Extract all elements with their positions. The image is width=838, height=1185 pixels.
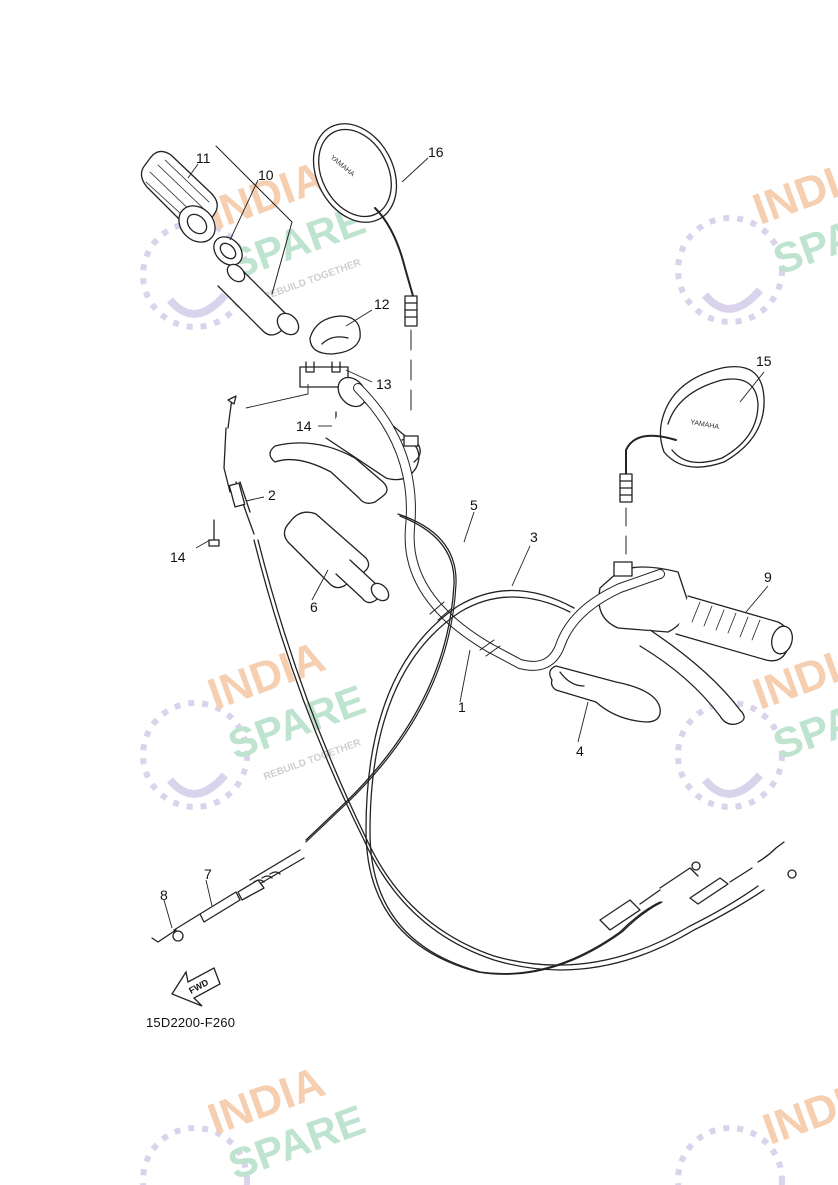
callout-11: 11 xyxy=(196,150,211,166)
callout-10: 10 xyxy=(258,167,274,183)
callout-13: 13 xyxy=(376,376,392,392)
callout-16: 16 xyxy=(428,144,444,160)
part-throttle-cable xyxy=(223,397,797,971)
callout-6: 6 xyxy=(310,599,318,615)
watermark-logo-3: INDIA SPARE REBUILD TOGETHER xyxy=(140,632,371,810)
right-mirror-brand: YAMAHA xyxy=(690,419,720,431)
watermark-logo-4: INDIA SPARE xyxy=(675,632,838,810)
callout-14-lower: 14 xyxy=(170,549,186,565)
watermark-logo-5: INDIA SPARE xyxy=(140,1057,371,1185)
callout-15: 15 xyxy=(756,353,772,369)
part-cable-end xyxy=(227,395,237,405)
callout-2: 2 xyxy=(268,487,276,503)
part-right-grip-cover xyxy=(549,665,661,723)
watermark-logo-6: INDIA xyxy=(675,1067,838,1185)
watermark-logo-2: INDIA SPARE xyxy=(675,147,838,325)
callout-3: 3 xyxy=(530,529,538,545)
part-right-mirror xyxy=(619,366,765,555)
callout-7: 7 xyxy=(204,866,212,882)
callout-8: 8 xyxy=(160,887,168,903)
part-washer xyxy=(213,236,243,266)
callout-5: 5 xyxy=(470,497,478,513)
part-handlebar xyxy=(353,383,665,671)
part-left-grip-cover xyxy=(283,511,390,604)
callout-14-upper: 14 xyxy=(296,418,312,434)
part-switch-clamp xyxy=(299,315,361,388)
part-throttle-tube xyxy=(217,263,300,336)
part-left-mirror xyxy=(312,123,418,411)
leader-bracket-11 xyxy=(215,145,293,295)
part-throttle-grip xyxy=(140,150,218,243)
callout-4: 4 xyxy=(576,743,584,759)
part-clutch-cable xyxy=(151,513,457,943)
part-screw-lower xyxy=(208,519,220,547)
diagram-code: 15D2200-F260 xyxy=(146,1015,236,1030)
leader-lines xyxy=(163,157,769,929)
callout-9: 9 xyxy=(764,569,772,585)
callout-1: 1 xyxy=(458,699,466,715)
fwd-arrow-icon: FWD xyxy=(171,967,221,1007)
callout-12: 12 xyxy=(374,296,390,312)
watermark-india-text: INDIA xyxy=(757,1067,838,1154)
part-cable-3 xyxy=(365,589,701,975)
